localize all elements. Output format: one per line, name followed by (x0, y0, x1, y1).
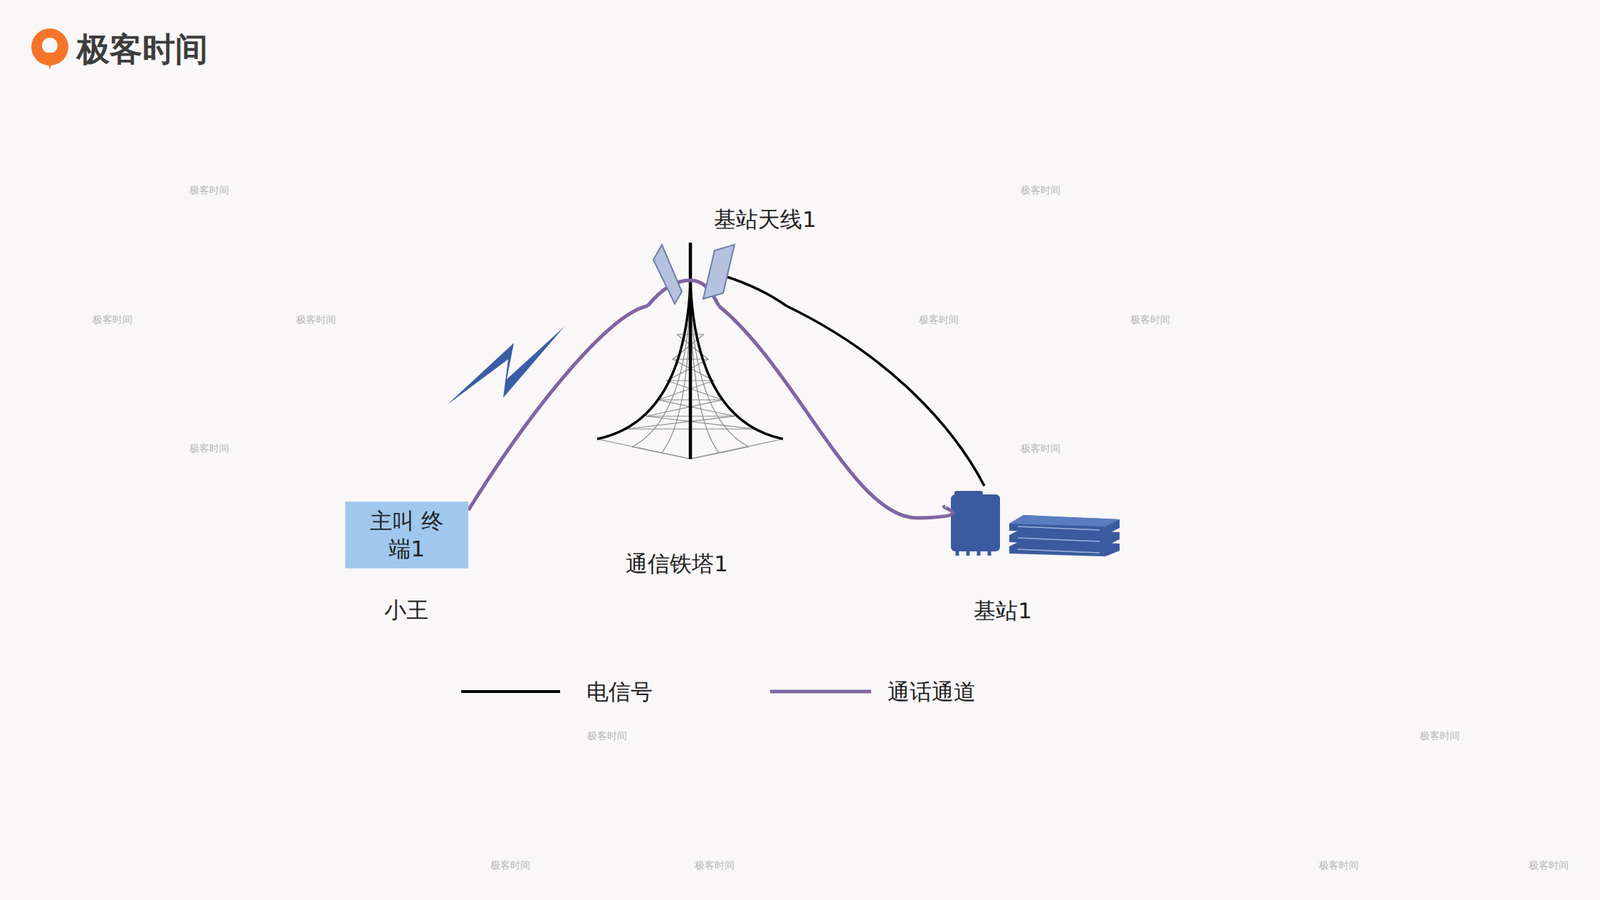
call-channel (718, 306, 954, 519)
cabinet-feet (957, 551, 990, 556)
node-caption: 小王 (384, 596, 429, 625)
watermark: 极客时间 (1528, 859, 1569, 873)
cabinet (950, 494, 1000, 552)
logo-hole (41, 37, 58, 54)
watermark: 极客时间 (296, 313, 336, 327)
watermark: 极客时间 (1020, 442, 1061, 456)
legend-text: 通话通道 (887, 677, 976, 708)
logo-icon (31, 28, 69, 70)
watermark: 极客时间 (1130, 313, 1171, 327)
cabinet-top (954, 491, 983, 499)
server-lines (1017, 526, 1100, 554)
server-stack (1009, 515, 1120, 557)
legend-sample (770, 690, 872, 694)
watermark: 极客时间 (694, 859, 735, 873)
logo-tail (45, 52, 55, 70)
base-station-node: 基站1 (945, 486, 1127, 629)
watermark: 极客时间 (92, 313, 133, 327)
signal-stub (722, 275, 787, 307)
watermark: 极客时间 (1318, 859, 1359, 873)
lightning-bolt (446, 326, 565, 405)
tower-mast (688, 242, 693, 460)
watermark: 极客时间 (189, 442, 230, 456)
node-label: 基站天线1 (713, 205, 817, 234)
node-label: 主叫 终端1 (367, 507, 447, 563)
node-label: 通信铁塔1 (625, 550, 729, 578)
base-station-icon (950, 491, 1120, 557)
watermark: 极客时间 (587, 730, 628, 744)
legend-text: 电信号 (586, 677, 653, 708)
antenna-panel (653, 244, 682, 304)
signal-line (786, 306, 985, 487)
node-label: 基站1 (973, 597, 1033, 625)
terminal-box: 主叫 终端1小王 (345, 501, 469, 569)
server-top (1009, 515, 1120, 527)
call-channel (468, 306, 648, 511)
antenna-panel (703, 244, 735, 299)
watermark: 极客时间 (918, 313, 959, 327)
legend-sample (461, 690, 561, 694)
logo-text: 极客时间 (76, 27, 208, 72)
server-slab (1009, 539, 1120, 557)
watermark: 极客时间 (1419, 730, 1460, 744)
watermark: 极客时间 (189, 184, 230, 198)
watermark: 极客时间 (490, 859, 531, 873)
watermark: 极客时间 (1020, 184, 1061, 198)
antenna-node: 基站天线1 (644, 202, 823, 307)
tower-node: 通信铁塔1 (590, 316, 791, 581)
